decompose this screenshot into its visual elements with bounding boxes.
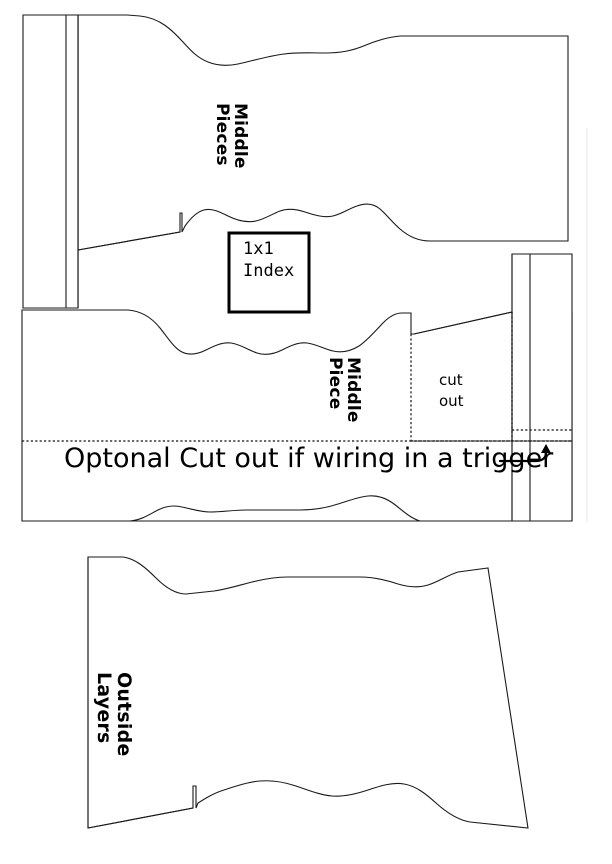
slant-edge-outside-layers bbox=[87, 807, 194, 829]
leader-arrow-head bbox=[541, 444, 551, 453]
wavy-bottom-edge-middle-piece bbox=[22, 495, 512, 522]
fold-strip-top-left bbox=[22, 14, 79, 309]
slant-edge-top-piece bbox=[77, 231, 181, 251]
piece-outline-middle-piece bbox=[21, 309, 573, 522]
fold-strip-middle-right bbox=[511, 253, 573, 522]
piece-outline-outside-layers bbox=[87, 556, 529, 829]
index-reference-box bbox=[227, 231, 311, 314]
label-middle-piece: Middle Piece bbox=[325, 357, 364, 423]
label-optional-cutout-note: Optonal Cut out if wiring in a trigger bbox=[64, 443, 554, 474]
piece-outline-middle-pieces bbox=[77, 14, 569, 251]
label-cut-out: cut out bbox=[439, 371, 464, 411]
label-index-box: 1x1 Index bbox=[243, 239, 295, 282]
label-outside-layers: Outside Layers bbox=[93, 672, 135, 757]
slant-edge-middle-piece bbox=[413, 311, 513, 335]
label-middle-pieces: Middle Pieces bbox=[212, 103, 251, 169]
